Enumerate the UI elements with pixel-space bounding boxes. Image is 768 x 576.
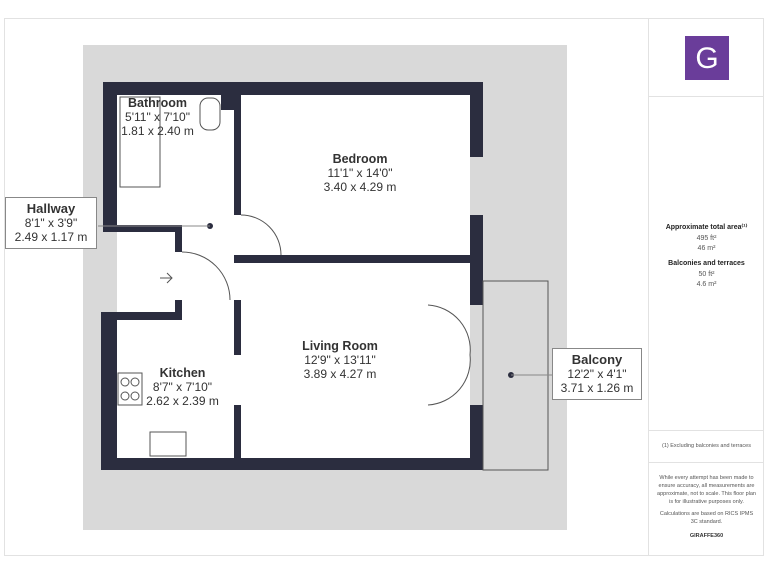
- room-metric: 2.49 x 1.17 m: [14, 230, 88, 244]
- footnote: (1) Excluding balconies and terraces: [662, 443, 751, 449]
- room-name: Bathroom: [127, 96, 188, 110]
- room-name: Living Room: [302, 339, 378, 353]
- room-imperial: 11'1" x 14'0": [327, 166, 393, 180]
- room-name: Hallway: [26, 201, 76, 216]
- room-imperial: 8'1" x 3'9": [24, 216, 78, 230]
- walls: [101, 82, 483, 470]
- toilet: [199, 97, 221, 131]
- room-name: Kitchen: [159, 366, 206, 380]
- room-metric: 2.62 x 2.39 m: [146, 394, 219, 408]
- room-imperial: 5'11" x 7'10": [125, 110, 190, 124]
- total-area-m: 46 m²: [697, 245, 716, 252]
- room-imperial: 12'9" x 13'11": [304, 353, 376, 367]
- disclaimer: While every attempt has been made to ens…: [657, 475, 756, 505]
- divider: [649, 462, 764, 463]
- area-summary: Approximate total area⁽¹⁾ 495 ft² 46 m² …: [649, 223, 764, 291]
- room-name: Balcony: [571, 352, 623, 367]
- room-label-bathroom: Bathroom 5'11" x 7'10" 1.81 x 2.40 m: [110, 96, 205, 138]
- calc-note: Calculations are based on RICS IPMS 3C s…: [659, 511, 754, 525]
- total-area-label: Approximate total area⁽¹⁾: [665, 224, 748, 231]
- room-label-hallway: Hallway 8'1" x 3'9" 2.49 x 1.17 m: [5, 197, 97, 249]
- sink: [149, 431, 187, 457]
- room-imperial: 8'7" x 7'10": [152, 380, 213, 394]
- balconies-m: 4.6 m²: [696, 281, 717, 288]
- info-sidebar: G Approximate total area⁽¹⁾ 495 ft² 46 m…: [648, 18, 764, 556]
- divider: [649, 96, 764, 97]
- room-imperial: 12'2" x 4'1": [567, 367, 627, 381]
- brand-logo: G: [685, 36, 729, 80]
- room-metric: 3.40 x 4.29 m: [323, 180, 397, 194]
- hob: [117, 372, 143, 406]
- room-metric: 1.81 x 2.40 m: [121, 124, 194, 138]
- room-label-kitchen: Kitchen 8'7" x 7'10" 2.62 x 2.39 m: [135, 366, 230, 408]
- room-label-bedroom: Bedroom 11'1" x 14'0" 3.40 x 4.29 m: [300, 152, 420, 194]
- room-metric: 3.71 x 1.26 m: [560, 381, 634, 395]
- divider: [649, 430, 764, 431]
- balconies-label: Balconies and terraces: [668, 260, 745, 267]
- total-area-ft: 495 ft²: [696, 235, 717, 242]
- brand-name: GIRAFFE360: [689, 533, 724, 539]
- shower: [119, 96, 161, 188]
- page-frame: [4, 18, 764, 556]
- room-name: Bedroom: [332, 152, 388, 166]
- room-label-balcony: Balcony 12'2" x 4'1" 3.71 x 1.26 m: [552, 348, 642, 400]
- balconies-ft: 50 ft²: [698, 271, 715, 278]
- room-metric: 3.89 x 4.27 m: [303, 367, 377, 381]
- logo-letter: G: [695, 42, 719, 75]
- room-label-living-room: Living Room 12'9" x 13'11" 3.89 x 4.27 m: [280, 339, 400, 381]
